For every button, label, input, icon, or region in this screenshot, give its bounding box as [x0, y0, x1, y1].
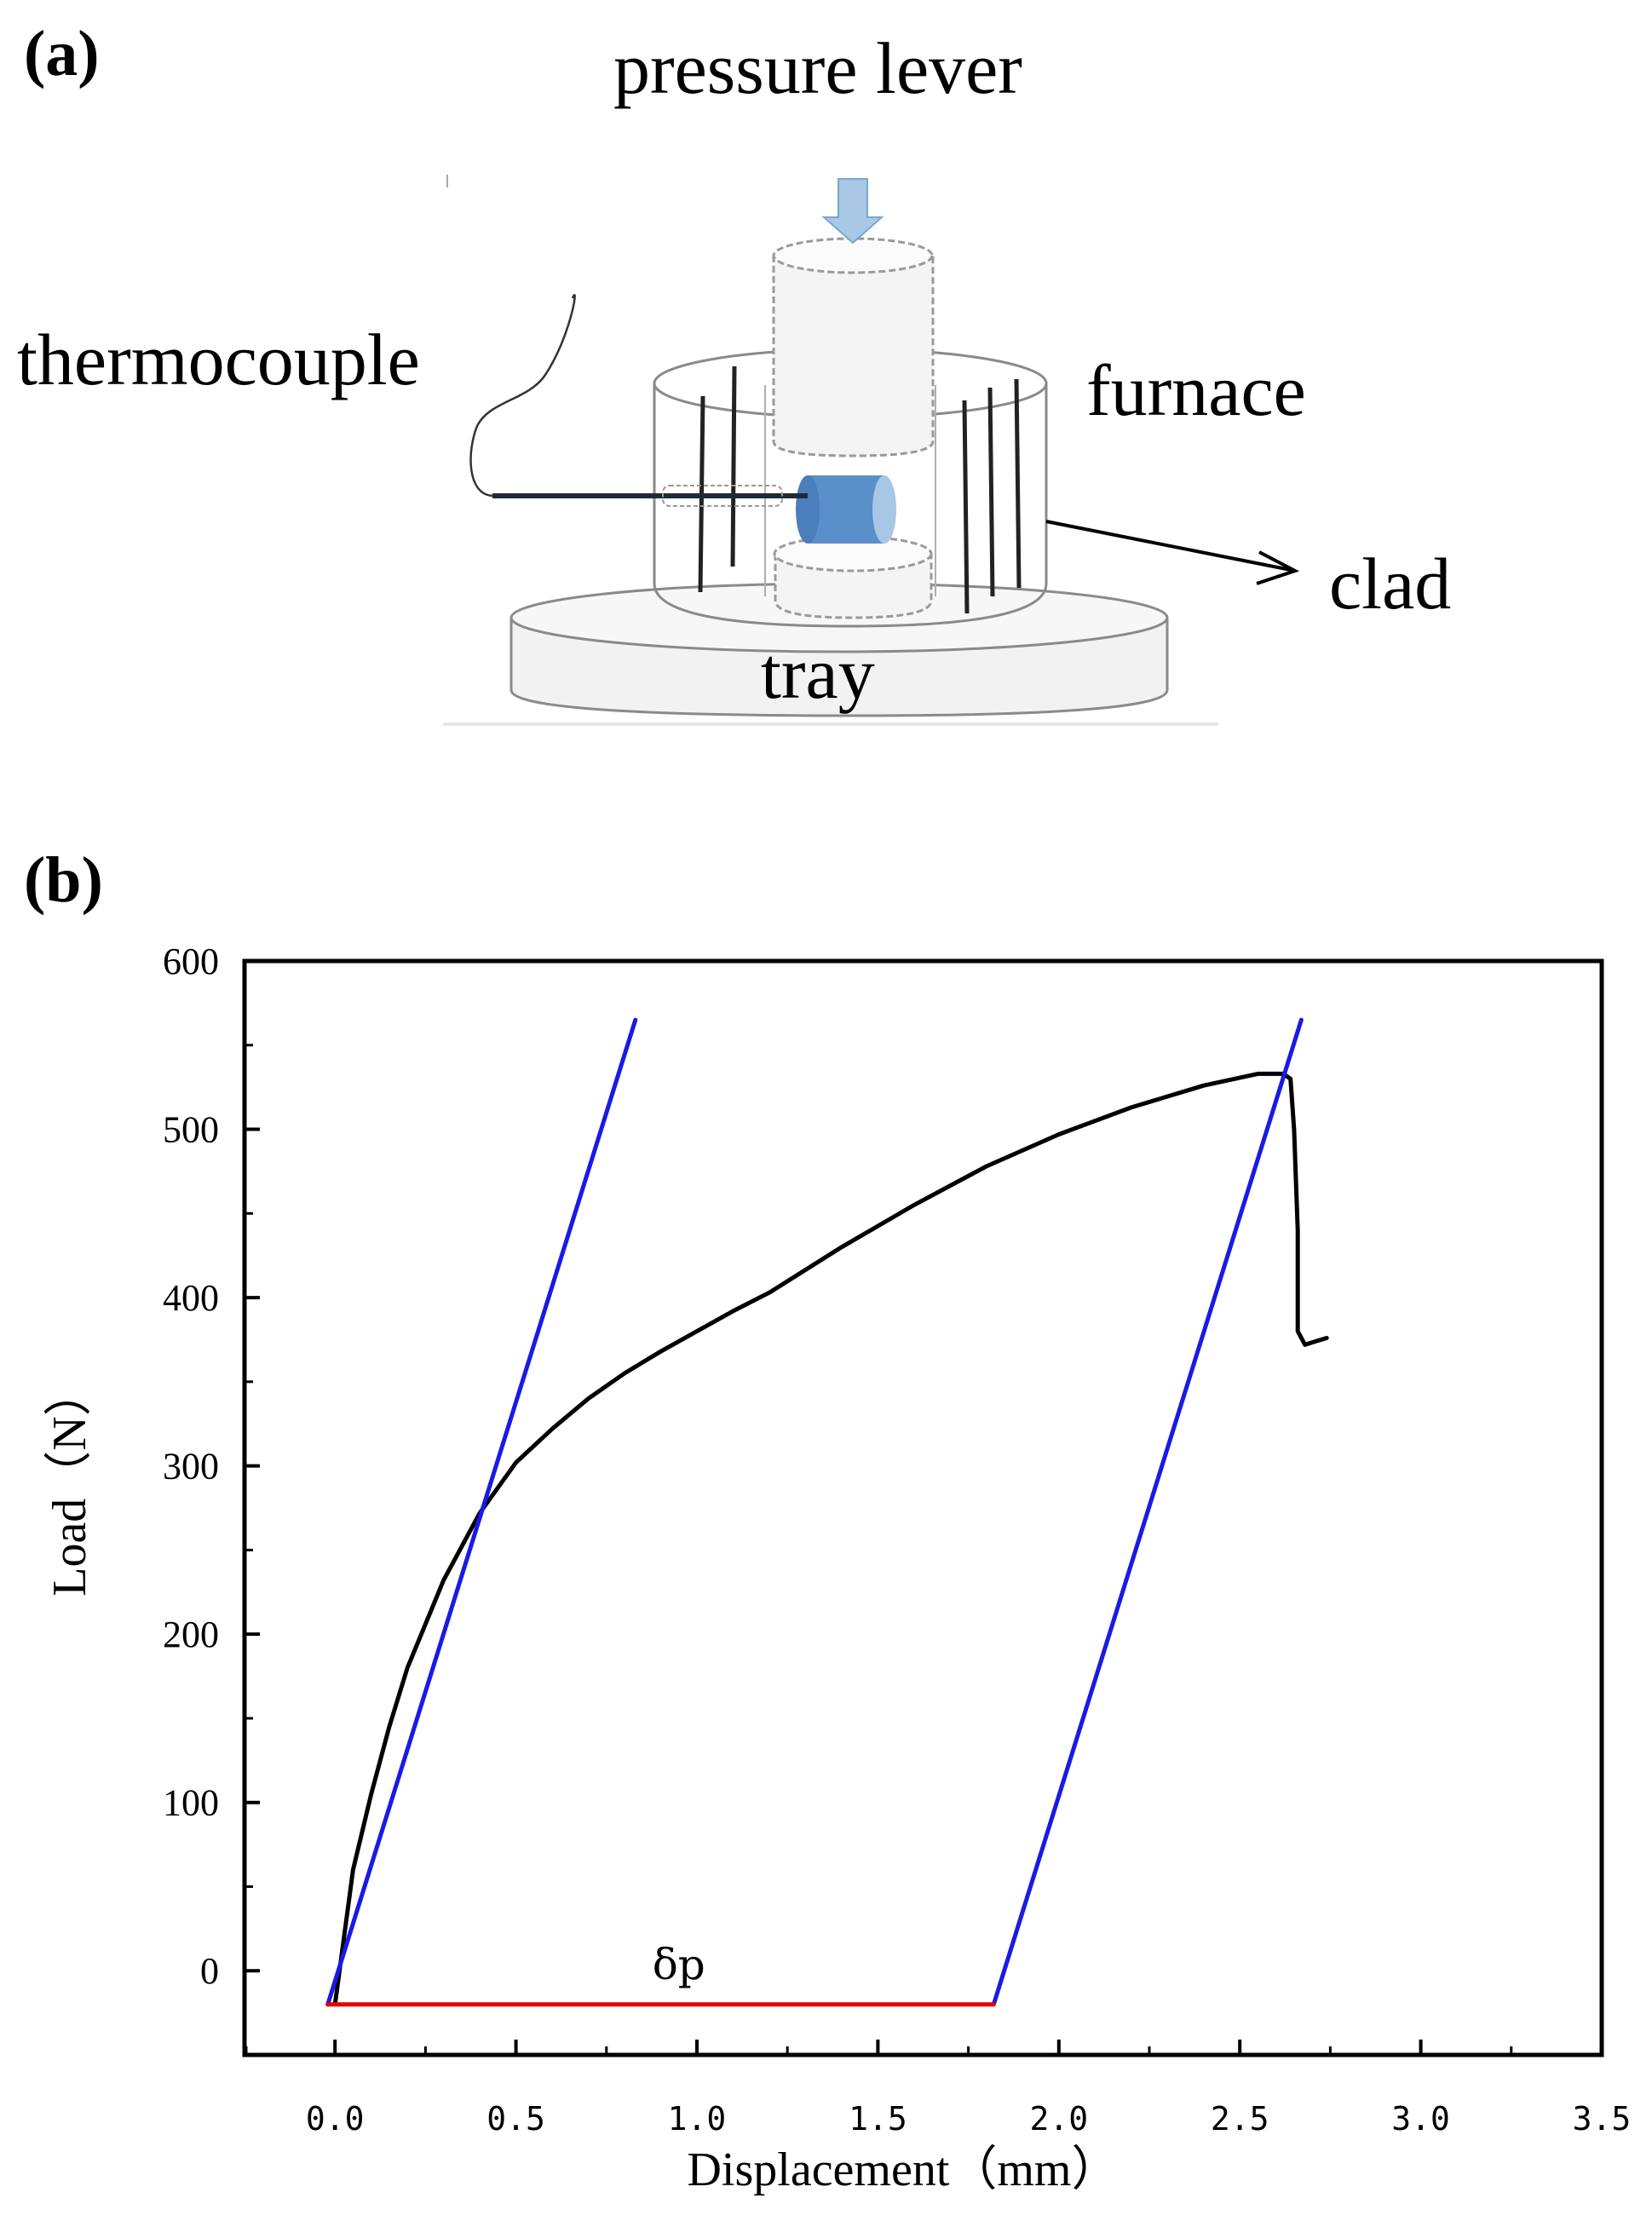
y-axis-title: Load（N） [43, 1368, 96, 1597]
x-tick-label: 3.0 [1391, 2100, 1450, 2138]
panel-a-label: (a) [24, 18, 100, 89]
x-tick-label: 2.0 [1029, 2100, 1088, 2138]
load-arrow-icon [821, 178, 884, 245]
pressure-lever-label: pressure lever [613, 27, 1022, 109]
y-tick-label: 100 [163, 1782, 219, 1824]
y-tick-label: 400 [163, 1277, 219, 1319]
thermocouple-label: thermocouple [17, 319, 420, 400]
clad-pointer-arrow [1045, 520, 1300, 585]
series-layer: δp [325, 1017, 1329, 2007]
plot-border [242, 958, 1604, 2057]
specimen-shape [796, 475, 896, 544]
series-line-1 [332, 1071, 1329, 2007]
panel-b-label: (b) [24, 844, 103, 916]
thermocouple-probe [469, 294, 808, 507]
x-tick-label: 0.5 [486, 2100, 545, 2138]
plot-frame [242, 958, 1604, 2057]
tray-label: tray [761, 632, 875, 714]
lower-platen [773, 535, 933, 619]
y-tick-label: 500 [163, 1109, 219, 1151]
series-line-3 [991, 1017, 1304, 2007]
delta-p-annotation: δp [653, 1940, 705, 1989]
x-axis-title: Displacement（mm） [687, 2144, 1119, 2196]
apparatus-diagram [443, 175, 1300, 726]
x-tick-label: 3.5 [1573, 2100, 1632, 2138]
x-tick-label: 0.0 [306, 2100, 365, 2138]
furnace-label: furnace [1086, 349, 1306, 431]
x-tick-label: 2.5 [1211, 2100, 1269, 2138]
series-line-2 [325, 1017, 638, 2007]
y-tick-label: 300 [163, 1446, 219, 1488]
y-tick-label: 200 [163, 1614, 219, 1655]
clad-label: clad [1329, 543, 1452, 624]
upper-platen [772, 237, 935, 457]
axis-layer: 0.0 0.5 1.0 1.5 2.0 2.5 3.0 3.5 0 100 200 300 400 500… [163, 941, 1631, 2138]
y-tick-label: 0 [200, 1950, 219, 1992]
load-displacement-chart: δp 0.0 0.5 1.0 1.5 2.0 2.5 3.0 3.5 0 100 200 300 400… [43, 941, 1631, 2196]
y-tick-label: 600 [163, 941, 219, 982]
x-tick-label: 1.0 [668, 2100, 727, 2138]
x-tick-label: 1.5 [849, 2100, 907, 2138]
